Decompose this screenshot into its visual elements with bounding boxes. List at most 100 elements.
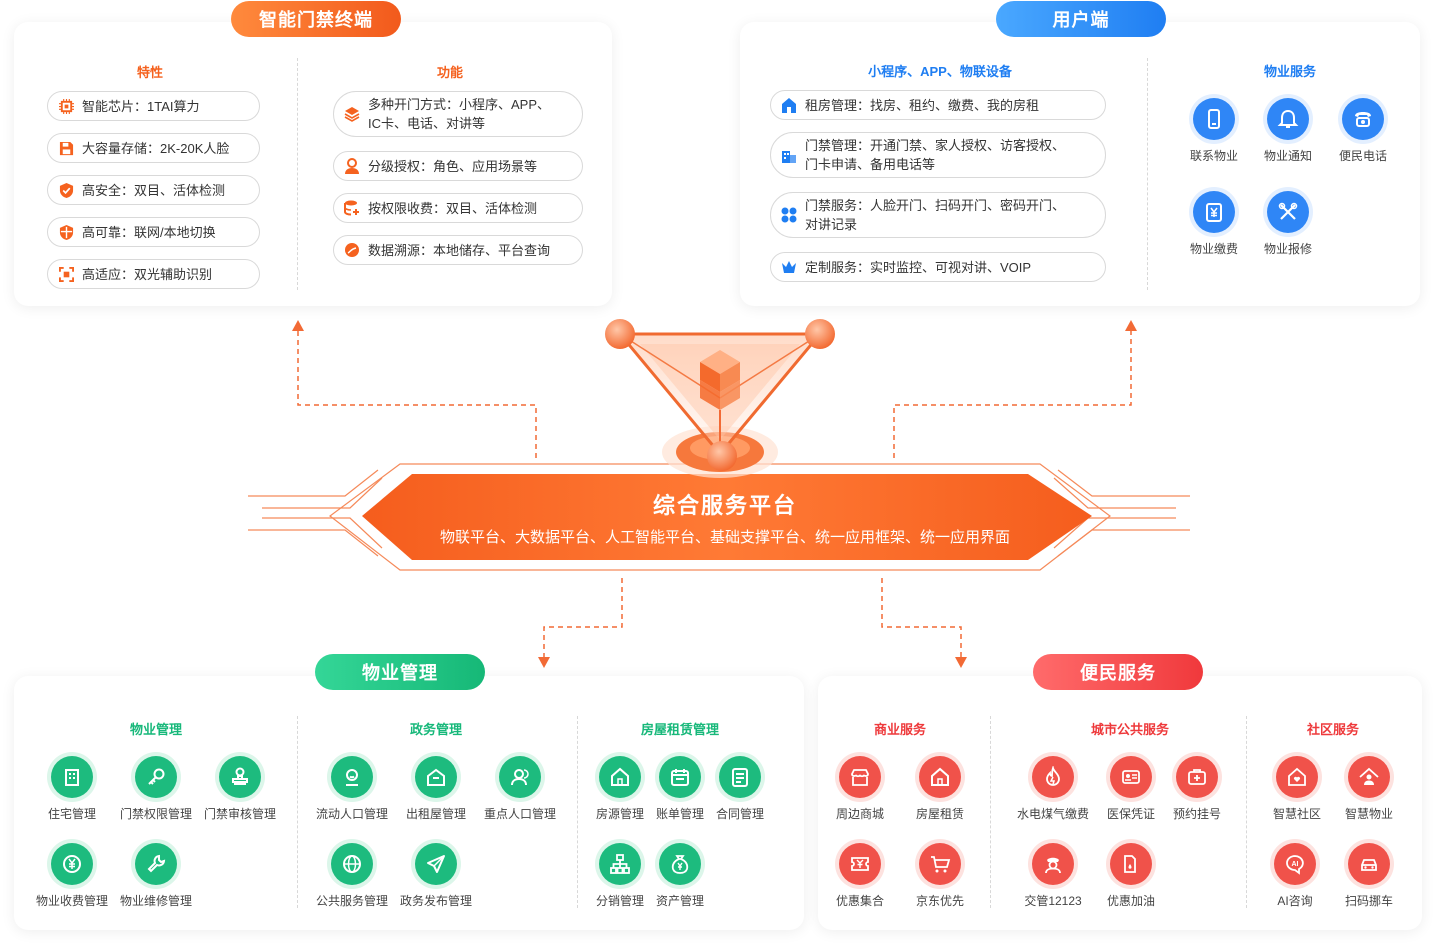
- function-item: 数据溯源：本地储存、平台查询: [333, 235, 583, 265]
- app-item: 定制服务：实时监控、可视对讲、VOIP: [770, 252, 1106, 282]
- car-icon: [1348, 843, 1390, 885]
- arrow-up-left: [292, 320, 304, 331]
- divider: [1147, 58, 1148, 290]
- storage-icon: [58, 140, 74, 156]
- property-payment[interactable]: 物业缴费: [1169, 191, 1259, 257]
- user-title: 用户端: [996, 1, 1166, 37]
- coupon-icon: [839, 843, 881, 885]
- divider: [1246, 716, 1247, 908]
- key-population-mgmt[interactable]: 重点人口管理: [475, 756, 565, 822]
- features-title: 特性: [136, 65, 163, 80]
- connector-bottom-left: [543, 578, 623, 658]
- convenience-phone[interactable]: 便民电话: [1318, 98, 1408, 164]
- shield-check-icon: [58, 182, 74, 198]
- feature-item: 智能芯片：1TAI算力: [47, 91, 260, 121]
- wrench-icon: [135, 843, 177, 885]
- contact-property[interactable]: 联系物业: [1169, 98, 1259, 164]
- stamp-icon: [219, 756, 261, 798]
- tools-icon: [1267, 191, 1309, 233]
- phone-icon: [1193, 98, 1235, 140]
- function-item: 分级授权：角色、应用场景等: [333, 151, 583, 181]
- medical-insurance[interactable]: 医保凭证: [1086, 756, 1176, 822]
- home-outline-icon: [919, 756, 961, 798]
- shop-icon: [839, 756, 881, 798]
- contract-mgmt[interactable]: 合同管理: [695, 756, 785, 822]
- house-rental[interactable]: 房屋租赁: [895, 756, 985, 822]
- platform-subtitle: 物联平台、大数据平台、人工智能平台、基础支撑平台、统一应用框架、统一应用界面: [439, 529, 1010, 546]
- asset-mgmt[interactable]: 资产管理: [635, 843, 725, 909]
- scan-move-car[interactable]: 扫码挪车: [1324, 843, 1414, 909]
- send-icon: [415, 843, 457, 885]
- discount-fuel[interactable]: 优惠加油: [1086, 843, 1176, 909]
- home-outline-icon: [599, 756, 641, 798]
- smart-property[interactable]: 智慧物业: [1324, 756, 1414, 822]
- feature-item: 高适应：双光辅助识别: [47, 259, 260, 289]
- crown-icon: [781, 259, 797, 275]
- building-icon: [781, 147, 797, 163]
- id-card-icon: [1110, 756, 1152, 798]
- discount-collection[interactable]: 优惠集合: [815, 843, 905, 909]
- app-item: 门禁服务：人脸开门、扫码开门、密码开门、对讲记录: [770, 192, 1106, 238]
- org-chart-icon: [599, 843, 641, 885]
- mgmt-col1-title: 物业管理: [129, 722, 182, 737]
- divider: [577, 716, 578, 908]
- smart-community[interactable]: 智慧社区: [1252, 756, 1342, 822]
- cart-icon: [919, 843, 961, 885]
- platform-outline: [329, 463, 1111, 571]
- rental-house-mgmt[interactable]: 出租屋管理: [391, 756, 481, 822]
- gov-publish-mgmt[interactable]: 政务发布管理: [391, 843, 481, 909]
- property-repair[interactable]: 物业报修: [1243, 191, 1333, 257]
- arrow-down-left: [538, 657, 550, 668]
- telephone-icon: [1342, 98, 1384, 140]
- ai-chat-icon: AI: [1274, 843, 1316, 885]
- property-repair-mgmt[interactable]: 物业维修管理: [111, 843, 201, 909]
- service-title: 便民服务: [1033, 654, 1203, 690]
- ai-consult[interactable]: AI AI咨询: [1250, 843, 1340, 909]
- bill-mgmt[interactable]: 账单管理: [635, 756, 725, 822]
- node-bottom: [707, 441, 737, 471]
- floating-population-mgmt[interactable]: 流动人口管理: [307, 756, 397, 822]
- jd-priority[interactable]: 京东优先: [895, 843, 985, 909]
- mgmt-col2-title: 政务管理: [409, 722, 462, 737]
- feature-item: 高可靠：联网/本地切换: [47, 217, 260, 247]
- appointment-registration[interactable]: 预约挂号: [1152, 756, 1242, 822]
- bell-icon: [1267, 98, 1309, 140]
- connector-bottom-right: [881, 578, 962, 658]
- bill-icon: [1193, 191, 1235, 233]
- public-service-mgmt[interactable]: 公共服务管理: [307, 843, 397, 909]
- grid-icon: [781, 207, 797, 223]
- utility-payment[interactable]: 水电煤气缴费: [1008, 756, 1098, 822]
- housing-source-mgmt[interactable]: 房源管理: [575, 756, 665, 822]
- fuel-icon: [1110, 843, 1152, 885]
- police-icon: [1032, 843, 1074, 885]
- function-item: 按权限收费：双目、活体检测: [333, 193, 583, 223]
- service-col3-title: 社区服务: [1306, 722, 1359, 737]
- management-panel: [14, 676, 804, 930]
- access-permission-mgmt[interactable]: 门禁权限管理: [111, 756, 201, 822]
- access-review-mgmt[interactable]: 门禁审核管理: [195, 756, 285, 822]
- calendar-icon: [659, 756, 701, 798]
- svg-text:AI: AI: [1292, 861, 1299, 868]
- traffic-12123[interactable]: 交管12123: [1008, 843, 1098, 909]
- node-left: [605, 319, 635, 349]
- nearby-mall[interactable]: 周边商城: [815, 756, 905, 822]
- property-notice[interactable]: 物业通知: [1243, 98, 1333, 164]
- circuit-lines-left: [248, 469, 383, 557]
- key-icon: [135, 756, 177, 798]
- feature-item: 大容量存储：2K-20K人脸: [47, 133, 260, 163]
- arrow-down-right: [955, 657, 967, 668]
- divider: [297, 716, 298, 908]
- mgmt-col3-title: 房屋租赁管理: [640, 722, 719, 737]
- property-fee-mgmt[interactable]: 物业收费管理: [27, 843, 117, 909]
- residence-mgmt[interactable]: 住宅管理: [27, 756, 117, 822]
- house-icon: [415, 756, 457, 798]
- globe-icon: [331, 843, 373, 885]
- connector-top-right: [893, 330, 1132, 458]
- home-heart-icon: [1276, 756, 1318, 798]
- management-title: 物业管理: [315, 654, 485, 690]
- database-icon: [344, 200, 360, 216]
- arrow-up-right: [1125, 320, 1137, 331]
- divider: [990, 716, 991, 908]
- service-panel: [818, 676, 1422, 930]
- distribution-mgmt[interactable]: 分销管理: [575, 843, 665, 909]
